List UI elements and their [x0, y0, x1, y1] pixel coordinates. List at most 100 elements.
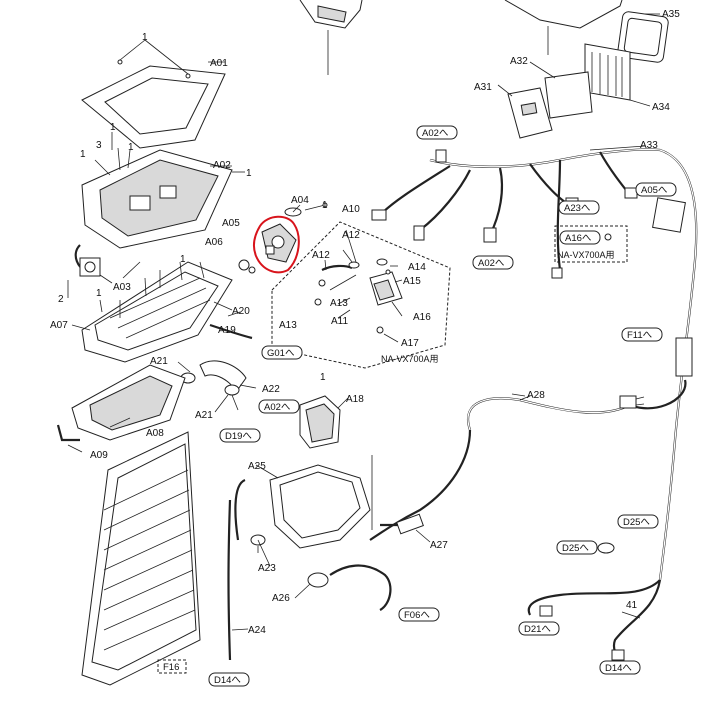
- screw-callout-1-b: 1: [128, 142, 134, 153]
- svg-text:A02へ: A02へ: [422, 128, 449, 139]
- label-a21-upper: A21: [150, 356, 168, 367]
- label-a15: A15: [403, 276, 421, 287]
- pump-base-assembly: [269, 395, 424, 611]
- label-41: 41: [626, 600, 638, 611]
- label-a28: A28: [527, 390, 545, 401]
- screw-callout-1-left: 1: [80, 149, 86, 160]
- label-a04: A04: [291, 195, 309, 206]
- lower-right-cables: [527, 542, 662, 663]
- svg-text:D21へ: D21へ: [524, 624, 551, 635]
- screw-callout-1-top: 1: [142, 32, 148, 43]
- label-a22: A22: [262, 384, 280, 395]
- f16-back-panel: [81, 431, 201, 686]
- screw-callout-1-case-b: 1: [96, 288, 102, 299]
- label-a06: A06: [205, 237, 223, 248]
- label-a32: A32: [510, 56, 528, 67]
- label-a13-upper: A13: [330, 298, 348, 309]
- label-a25: A25: [248, 461, 266, 472]
- label-a16: A16: [413, 312, 431, 323]
- a02-control-board: [81, 132, 245, 249]
- label-a03: A03: [113, 282, 131, 293]
- ref-d19: D19へ: [219, 428, 261, 443]
- svg-text:A02へ: A02へ: [478, 258, 505, 269]
- svg-text:F06へ: F06へ: [404, 610, 430, 621]
- label-a02: A02: [213, 160, 231, 171]
- top-partial-assemblies: [299, 0, 623, 75]
- label-a10: A10: [342, 204, 360, 215]
- a01-lid: [81, 39, 226, 149]
- screw-callout-1-a18: 1: [320, 372, 326, 383]
- ref-d21: D21へ: [518, 621, 560, 636]
- label-a17: A17: [401, 338, 419, 349]
- label-a35: A35: [662, 9, 680, 20]
- a08-tray: [56, 364, 186, 453]
- ref-f16: F16: [157, 659, 187, 674]
- screw-callouts: 1 1 3 1 1 1 2 1 1 1 1: [58, 32, 328, 383]
- highlight-outline-a05: [252, 215, 300, 274]
- ref-a23: A23へ: [558, 200, 600, 215]
- ref-d14-right: D14へ: [599, 660, 641, 675]
- panel-slots: [103, 469, 196, 651]
- ref-f06: F06へ: [398, 607, 440, 622]
- screw-callout-1-mid: 1: [110, 122, 116, 133]
- ref-a16: A16へ NA-VX700A用: [554, 225, 628, 263]
- svg-text:D14へ: D14へ: [605, 663, 632, 674]
- svg-text:F11へ: F11へ: [627, 330, 653, 341]
- label-a23: A23: [258, 563, 276, 574]
- ref-f11: F11へ: [621, 327, 663, 342]
- label-a27: A27: [430, 540, 448, 551]
- ref-d14-left: D14へ: [208, 672, 250, 687]
- svg-text:D14へ: D14へ: [214, 675, 241, 686]
- label-a18: A18: [346, 394, 364, 405]
- a28-power-cord: [369, 395, 645, 541]
- label-a20: A20: [232, 306, 250, 317]
- a16-model-note: NA-VX700A用: [557, 250, 615, 260]
- a24-hose: [227, 478, 271, 661]
- label-a01: A01: [210, 58, 228, 69]
- svg-text:A23へ: A23へ: [564, 203, 591, 214]
- label-a24: A24: [248, 625, 266, 636]
- label-a34: A34: [652, 102, 670, 113]
- label-a07: A07: [50, 320, 68, 331]
- na-vx700a-group: [271, 221, 451, 369]
- connector-refs: A02へ A05へ A23へ A16へ NA-VX700A用 A02へ F11へ…: [157, 125, 677, 687]
- label-a14: A14: [408, 262, 426, 273]
- label-a21-lower: A21: [195, 410, 213, 421]
- group-model-note: NA-VX700A用: [381, 354, 439, 364]
- label-a12-lower: A12: [312, 250, 330, 261]
- valve-assembly: [238, 202, 328, 274]
- ref-g01: G01へ: [261, 345, 303, 360]
- part-labels: A01 A02 A03 A04 A05 A06 A07 A08 A09 A10 …: [50, 9, 680, 636]
- label-a09: A09: [90, 450, 108, 461]
- label-a11: A11: [331, 316, 348, 327]
- svg-text:D25へ: D25へ: [623, 517, 650, 528]
- filter-assembly-group: [497, 11, 669, 139]
- a07-case: [81, 261, 233, 363]
- ref-d25-upper: D25へ: [617, 514, 659, 529]
- label-a26: A26: [272, 593, 290, 604]
- svg-text:F16: F16: [163, 662, 179, 673]
- screw-callout-1-valve: 1: [322, 200, 328, 211]
- screw-callout-1-case: 1: [180, 254, 186, 265]
- screw-callout-3: 3: [96, 140, 102, 151]
- leader-lines: [71, 229, 526, 631]
- svg-text:D19へ: D19へ: [225, 431, 252, 442]
- label-a31: A31: [474, 82, 492, 93]
- ref-a02-low: A02へ: [258, 399, 300, 414]
- ref-a02-top: A02へ: [416, 125, 458, 140]
- label-a33: A33: [640, 140, 658, 151]
- svg-text:A05へ: A05へ: [641, 185, 668, 196]
- label-a08: A08: [146, 428, 164, 439]
- screw-callout-1-right: 1: [246, 168, 252, 179]
- ref-a05: A05へ: [635, 182, 677, 197]
- ref-a02-mid: A02へ: [472, 255, 514, 270]
- svg-text:D25へ: D25へ: [562, 543, 589, 554]
- screw-callout-2: 2: [58, 294, 64, 305]
- label-a12-upper: A12: [342, 230, 360, 241]
- a03-connector: [67, 244, 113, 298]
- case-ribs: [109, 277, 211, 339]
- label-a05: A05: [222, 218, 240, 229]
- svg-text:G01へ: G01へ: [267, 348, 295, 359]
- svg-text:A16へ: A16へ: [565, 233, 592, 244]
